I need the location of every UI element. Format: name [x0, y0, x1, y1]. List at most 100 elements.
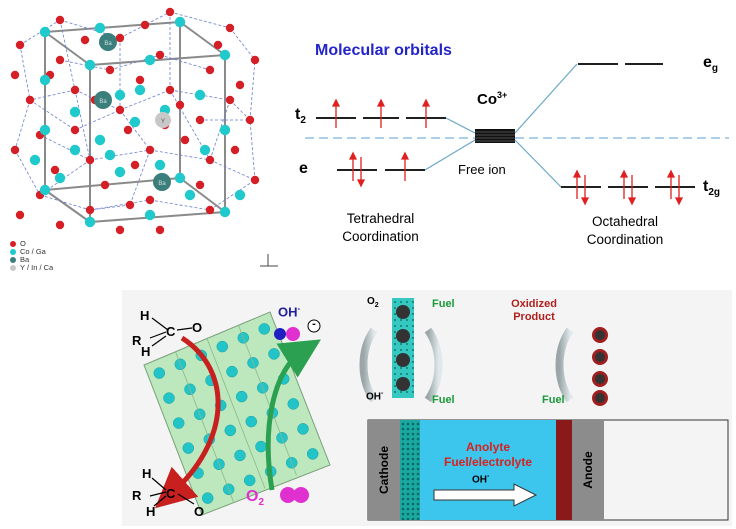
catalyst-dot [406, 497, 410, 501]
catalyst-dot [401, 422, 405, 426]
membrane-dot [400, 343, 402, 345]
unit-cell-edge [179, 21, 226, 56]
membrane-dot [400, 325, 402, 327]
flow-oh-text: OH [472, 474, 487, 486]
membrane-dot [412, 325, 414, 327]
catalyst-dot [411, 512, 415, 516]
oxygen-atom [115, 105, 125, 115]
catalyst-dot [406, 482, 410, 486]
membrane-dot [394, 379, 396, 381]
bond-line [229, 99, 251, 121]
catalyst-dot [406, 517, 410, 521]
legend-label-oxygen: O [20, 239, 26, 248]
catalyst-dot [411, 457, 415, 461]
catalyst-dot [411, 502, 415, 506]
catalyst-dot [406, 502, 410, 506]
membrane-dot [412, 361, 414, 363]
membrane-dot [412, 307, 414, 309]
mol-bottom-h2: H [146, 504, 156, 519]
orbital-diagram [305, 63, 729, 206]
cobalt-atom [144, 209, 156, 221]
catalyst-dot [416, 467, 420, 471]
red-reaction-arrow [155, 335, 221, 509]
membrane-dot [394, 355, 396, 357]
oxygen-atom [125, 200, 135, 210]
yttrium-label: Y [161, 119, 165, 125]
bond-line [89, 199, 151, 211]
membrane-strip [392, 298, 414, 398]
catalyst-dot [411, 442, 415, 446]
membrane-dot [400, 391, 402, 393]
bond-line [14, 149, 41, 196]
membrane-molecules [396, 305, 410, 391]
membrane-dot [412, 343, 414, 345]
catalyst-dot [401, 462, 405, 466]
cobalt-atom [219, 206, 231, 218]
membrane-dot [394, 391, 396, 393]
tetrahedral-caption-line2: Coordination [342, 229, 419, 244]
oxygen-atom [70, 125, 80, 135]
fuel-label-top: Fuel [432, 298, 455, 310]
catalyst-dot [416, 422, 420, 426]
bond-line [74, 89, 91, 161]
catalyst-atom [297, 423, 309, 435]
cobalt-atom [184, 189, 196, 201]
bond-line [29, 99, 76, 131]
sheet-grid-line [238, 325, 297, 476]
oxygen-atom [115, 33, 125, 43]
oxygen-atom [123, 125, 133, 135]
membrane-dot [400, 301, 402, 303]
oxygen-atom [100, 180, 110, 190]
oxygen-atom [135, 75, 145, 85]
membrane-dot [406, 349, 408, 351]
oxygen-atom [225, 95, 235, 105]
membrane-oh-label: OH- [366, 390, 383, 402]
oxygen-atom [70, 85, 80, 95]
barium-atom [94, 91, 112, 109]
fuel-cell-panel: H R C O H H R C H O OH- - O2 O2 OH- Fuel… [122, 290, 732, 526]
cobalt-atom [104, 149, 116, 161]
cobalt-atom [129, 116, 141, 128]
oxygen-atom [205, 155, 215, 165]
catalyst-dot [406, 512, 410, 516]
cathode-electrode [368, 420, 400, 520]
catalyst-dot [416, 427, 420, 431]
catalyst-dot [401, 517, 405, 521]
unit-cell-edge [89, 211, 226, 223]
cobalt-atom [174, 16, 186, 28]
membrane-dot [394, 385, 396, 387]
oxidized-product-icon [592, 327, 608, 406]
bond-line [249, 119, 256, 181]
cathode-label-box: Cathode [368, 420, 400, 520]
oxygen-atom [145, 145, 155, 155]
catalyst-dot [416, 487, 420, 491]
catalyst-atom [201, 492, 214, 504]
catalyst-dot [406, 427, 410, 431]
mol-bottom-h1: H [142, 466, 152, 481]
catalyst-atom [306, 448, 319, 460]
cobalt-atom [219, 124, 231, 136]
bond-line [169, 11, 231, 29]
oxygen-atom [80, 35, 90, 45]
oxygen-atom [50, 165, 60, 175]
oxygen-atom [55, 15, 65, 25]
cobalt-atom [114, 166, 126, 178]
cobalt-atom [29, 154, 41, 166]
catalyst-dot [401, 457, 405, 461]
membrane-dot [412, 349, 414, 351]
oxygen-swatch [10, 241, 16, 248]
mol-bottom-r: R [132, 488, 142, 503]
catalyst-dot [416, 472, 420, 476]
gray-arrow-middle [424, 327, 443, 403]
t2g-subscript: 2g [708, 187, 720, 199]
barium-atom [153, 173, 171, 191]
cobalt-atom [144, 54, 156, 66]
catalyst-dot [406, 507, 410, 511]
membrane-dot [394, 361, 396, 363]
catalyst-dot [401, 487, 405, 491]
cobalt-atom [69, 144, 81, 156]
cobalt-atom [174, 172, 186, 184]
catalyst-atom [226, 365, 238, 378]
tetrahedral-e-levels [337, 151, 425, 188]
